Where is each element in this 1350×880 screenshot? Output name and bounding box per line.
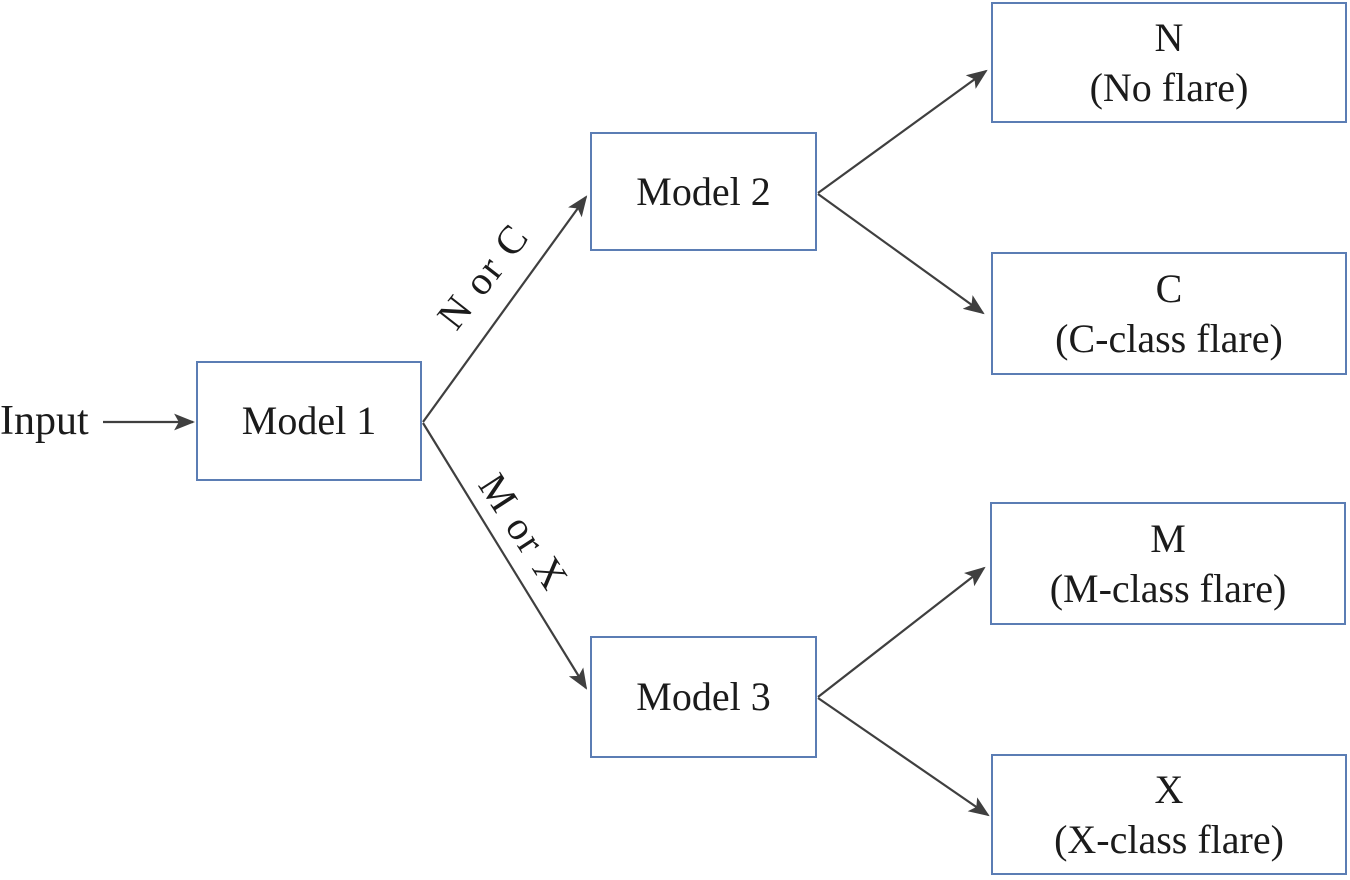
node-outcome-x: X (X-class flare) [991,754,1347,875]
node-outcome-x-description: (X-class flare) [1054,816,1284,862]
node-model-3-label: Model 3 [636,674,771,719]
arrow-model2-to-n [817,69,988,194]
node-model-1-label: Model 1 [241,398,377,443]
node-outcome-n-description: (No flare) [1089,64,1249,110]
arrow-model3-to-m [817,566,986,698]
node-outcome-m-description: (M-class flare) [1049,565,1287,611]
node-outcome-n-class: N [1154,14,1184,60]
arrow-model2-to-c [817,193,985,315]
node-model-1: Model 1 [196,361,422,481]
node-outcome-n: N (No flare) [991,2,1347,123]
arrow-model1-to-model2 [422,195,588,423]
input-label: Input [0,398,89,444]
node-model-3: Model 3 [590,636,817,758]
arrow-model3-to-x [817,697,990,817]
node-outcome-x-class: X [1154,766,1184,812]
node-outcome-c-description: (C-class flare) [1055,315,1283,361]
node-model-2: Model 2 [590,132,817,251]
node-outcome-c-class: C [1155,265,1183,311]
node-outcome-c: C (C-class flare) [991,252,1347,375]
node-outcome-m: M (M-class flare) [990,502,1346,625]
node-model-2-label: Model 2 [636,168,771,214]
arrow-model1-to-model3 [422,422,588,690]
node-outcome-m-class: M [1150,515,1186,561]
